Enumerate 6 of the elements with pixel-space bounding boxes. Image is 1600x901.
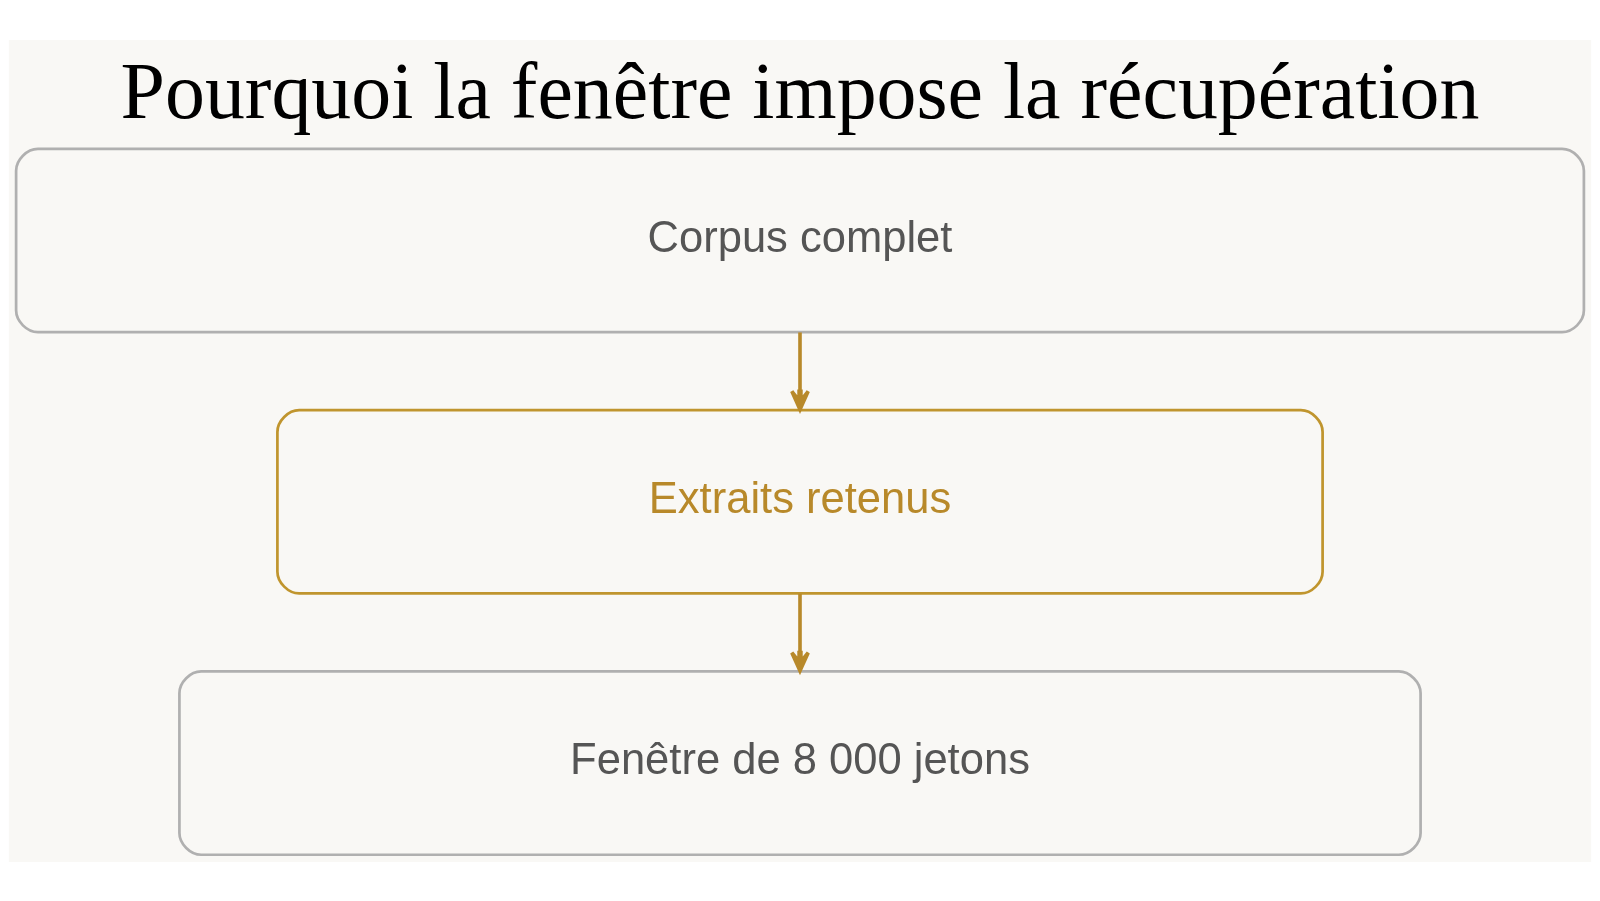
- arrow: [790, 593, 810, 673]
- diagram-title: Pourquoi la fenêtre impose la récupération: [120, 46, 1480, 135]
- node-box: Fenêtre de 8 000 jetons: [178, 669, 1422, 856]
- node-box: Corpus complet: [14, 147, 1586, 333]
- node-box: Extraits retenus: [276, 408, 1324, 595]
- arrow: [790, 331, 810, 411]
